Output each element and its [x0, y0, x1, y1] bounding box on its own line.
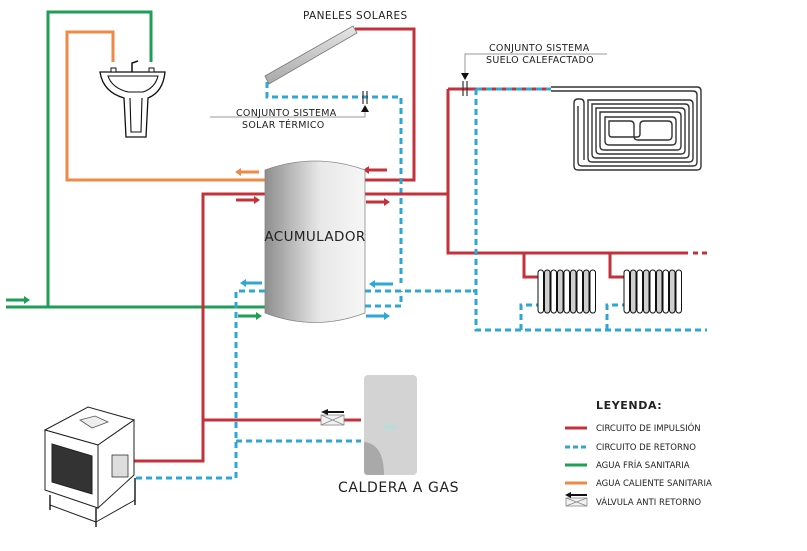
- cold-water-circuit: [6, 10, 265, 320]
- solar-panel-icon: [264, 25, 358, 85]
- svg-text:AGUA FRÍA SANITARIA: AGUA FRÍA SANITARIA: [596, 459, 690, 471]
- legend-item-supply: CIRCUITO DE IMPULSIÓN: [565, 422, 701, 434]
- legend-item-valve: VÁLVULA ANTI RETORNO: [565, 492, 701, 508]
- radiator-fin: [544, 269, 551, 314]
- radiator-fin: [662, 269, 669, 314]
- washbasin-icon: [99, 60, 166, 138]
- flow-arrow-icon: [240, 279, 246, 287]
- legend-title: LEYENDA:: [596, 399, 662, 412]
- radiator-fin: [649, 269, 656, 314]
- radiator-fin: [550, 269, 557, 314]
- svg-text:CIRCUITO DE IMPULSIÓN: CIRCUITO DE IMPULSIÓN: [596, 422, 701, 434]
- solar-set-label-line1: CONJUNTO SISTEMA: [236, 108, 337, 119]
- svg-text:CIRCUITO DE RETORNO: CIRCUITO DE RETORNO: [596, 443, 696, 453]
- radiator-fin: [630, 269, 637, 314]
- flow-arrow-icon: [369, 280, 375, 288]
- flow-arrow-icon: [235, 168, 241, 176]
- flow-arrow-icon: [256, 312, 262, 320]
- radiator-2-icon: [623, 269, 682, 314]
- svg-text:AGUA CALIENTE SANITARIA: AGUA CALIENTE SANITARIA: [596, 479, 712, 489]
- radiator-fin: [576, 269, 583, 314]
- radiator-fin: [669, 269, 676, 314]
- radiator-1-icon: [537, 269, 596, 314]
- radiator-fin: [623, 269, 630, 314]
- tank-icon: [264, 160, 366, 323]
- radiator-fin: [636, 269, 643, 314]
- solar-circuit: [265, 27, 416, 283]
- radiator-fin: [675, 269, 682, 314]
- floor-valve-icon: [461, 53, 607, 96]
- boiler-icon: [364, 375, 417, 475]
- svg-text:VÁLVULA ANTI RETORNO: VÁLVULA ANTI RETORNO: [596, 496, 701, 508]
- solar-set-label-line2: SOLAR TÉRMICO: [242, 119, 325, 131]
- floor-set-label-line1: CONJUNTO SISTEMA: [489, 43, 590, 54]
- radiator-fin: [570, 269, 577, 314]
- floor-set-label-line2: SUELO CALEFACTADO: [486, 55, 594, 66]
- legend-item-cold: AGUA FRÍA SANITARIA: [565, 459, 690, 471]
- tank-label: ACUMULADOR: [264, 229, 365, 245]
- legend-item-return: CIRCUITO DE RETORNO: [565, 443, 696, 453]
- solar-panels-label: PANELES SOLARES: [303, 10, 408, 22]
- radiator-fin: [563, 269, 570, 314]
- radiator-fin: [537, 269, 544, 314]
- legend: LEYENDA: CIRCUITO DE IMPULSIÓN CIRCUITO …: [565, 399, 712, 508]
- stove-icon: [43, 406, 136, 527]
- radiator-fin: [589, 269, 596, 314]
- flow-arrow-icon: [384, 198, 390, 206]
- return-circuit: [133, 87, 707, 480]
- radiator-fin: [583, 269, 590, 314]
- radiator-fin: [656, 269, 663, 314]
- hot-water-circuit: [65, 30, 265, 182]
- floor-coil-icon: [551, 86, 702, 171]
- legend-item-hot: AGUA CALIENTE SANITARIA: [565, 479, 712, 489]
- solar-valve-icon: [210, 91, 369, 118]
- check-valve-icon: [320, 409, 345, 426]
- boiler-label: CALDERA A GAS: [338, 480, 459, 496]
- flow-arrow-icon: [384, 312, 390, 320]
- radiator-fin: [557, 269, 564, 314]
- flow-arrow-icon: [363, 166, 369, 174]
- radiator-fin: [643, 269, 650, 314]
- flow-arrow-icon: [254, 196, 260, 204]
- flow-arrow-icon: [24, 296, 30, 304]
